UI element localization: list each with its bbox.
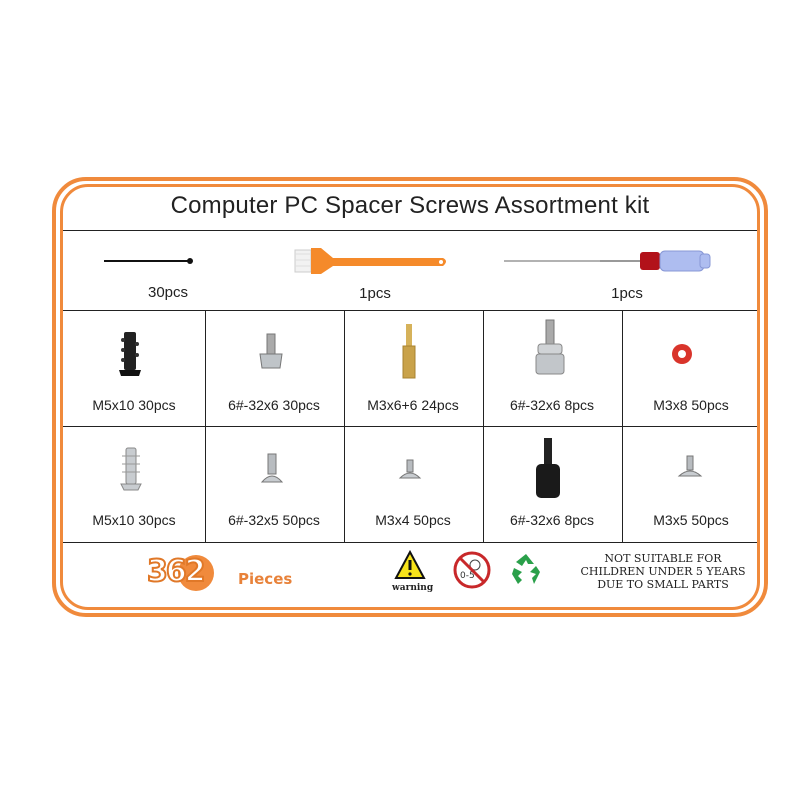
silver-thumb-screw-icon: [535, 319, 565, 375]
tool-qty: 1pcs: [359, 285, 391, 302]
age-label: 0-5: [460, 571, 475, 581]
flat-screw-icon: [677, 455, 703, 477]
notice-line: DUE TO SMALL PARTS: [597, 578, 729, 591]
divider: [344, 310, 345, 542]
piece-count-suffix: Pieces: [238, 570, 293, 588]
age-restriction-icon: 0-5: [453, 551, 491, 589]
item-label: M3x6+6 24pcs: [367, 397, 459, 413]
tool-qty: 1pcs: [611, 285, 643, 302]
item-label: 6#-32x6 8pcs: [509, 512, 595, 528]
item-label: M5x10 30pcs: [92, 512, 176, 528]
black-thumb-screw-icon: [536, 438, 560, 498]
tool-qty: 30pcs: [147, 284, 189, 301]
divider: [63, 310, 757, 311]
pan-screw-icon: [260, 453, 284, 483]
divider: [205, 310, 206, 542]
screwdriver-icon: [504, 250, 711, 272]
cable-tie-icon: [104, 258, 193, 264]
notice-line: CHILDREN UNDER 5 YEARS: [580, 565, 746, 578]
divider: [63, 426, 757, 427]
count-badge-circle: [178, 555, 214, 591]
item-label: 6#-32x6 8pcs: [509, 397, 595, 413]
page-title: Computer PC Spacer Screws Assortment kit: [170, 192, 650, 219]
divider: [483, 310, 484, 542]
item-label: M5x10 30pcs: [92, 397, 176, 413]
safety-notice: NOT SUITABLE FOR CHILDREN UNDER 5 YEARS …: [578, 552, 748, 591]
flat-screw-icon: [398, 459, 422, 479]
warning-icon: [394, 550, 426, 579]
brass-standoff-icon: [402, 324, 416, 379]
item-label: M3x5 50pcs: [653, 512, 729, 528]
brush-icon: [294, 248, 446, 274]
silver-fan-screw-icon: [120, 447, 142, 491]
outer-frame: [52, 177, 768, 617]
piece-count: 362: [146, 553, 207, 590]
divider: [63, 542, 757, 543]
item-label: M3x8 50pcs: [653, 397, 729, 413]
divider: [622, 310, 623, 542]
item-label: M3x4 50pcs: [375, 512, 451, 528]
divider: [63, 230, 757, 231]
item-label: 6#-32x6 30pcs: [228, 397, 320, 413]
recycle-icon: [512, 554, 540, 584]
item-label: 6#-32x5 50pcs: [228, 512, 320, 528]
hex-screw-icon: [259, 333, 283, 369]
black-fan-screw-icon: [119, 332, 141, 376]
red-washer-icon: [672, 344, 692, 364]
notice-line: NOT SUITABLE FOR: [604, 552, 722, 565]
warning-label: warning: [392, 583, 434, 593]
